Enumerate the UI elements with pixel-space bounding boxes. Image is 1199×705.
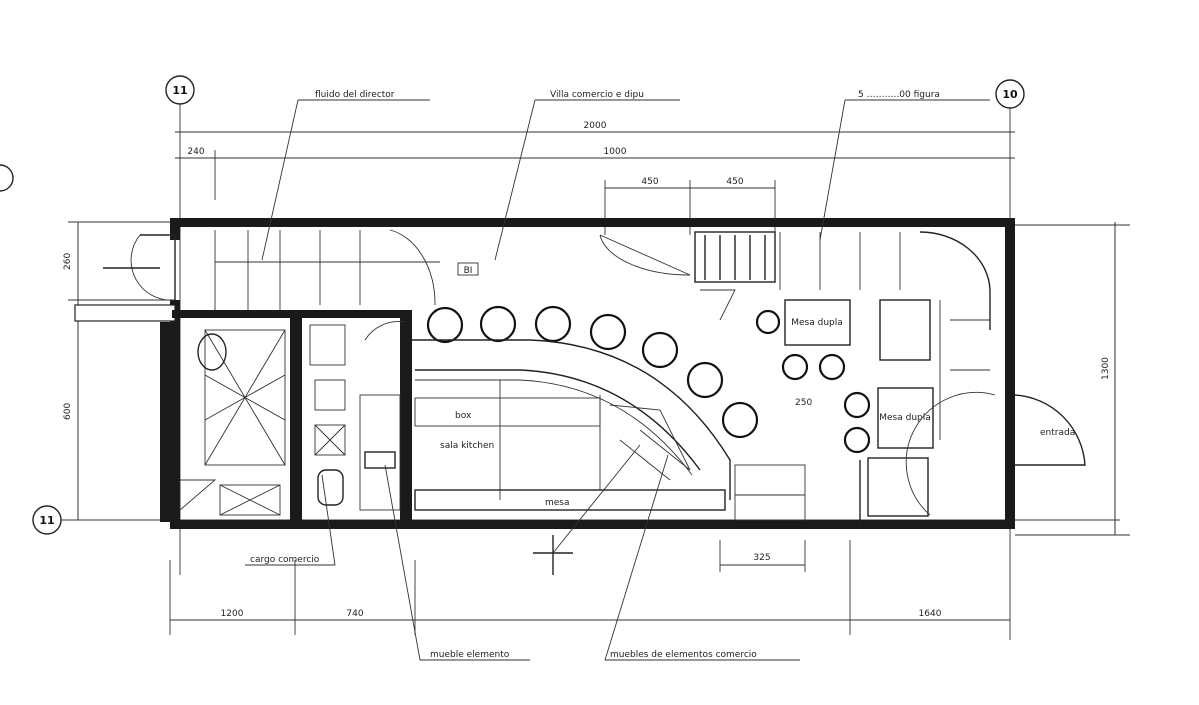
dimension-lines-sides: 260 600 1300 bbox=[63, 221, 1130, 536]
counter-label-2: mesa bbox=[545, 498, 570, 508]
stool-1 bbox=[426, 306, 464, 344]
service-area bbox=[179, 321, 406, 516]
door-right-label: entrada bbox=[1040, 428, 1075, 438]
dim-window-left: 450 bbox=[641, 177, 658, 187]
dimension-lines-top: 2000 240 1000 450 450 bbox=[175, 121, 1015, 235]
table-top bbox=[784, 299, 851, 346]
callout-top-right: 5 ………..00 figura bbox=[858, 90, 940, 100]
grid-marker-left-top-partial bbox=[0, 164, 14, 192]
bar-stools bbox=[426, 305, 781, 439]
axis-cross bbox=[533, 444, 641, 575]
kitchen-area bbox=[599, 231, 991, 330]
small-code: 250 bbox=[795, 398, 812, 408]
dining-tables: Mesa dupla Mesa dupla 250 bbox=[781, 299, 990, 517]
callout-bottom-right: muebles de elementos comercio bbox=[610, 650, 757, 660]
dim-bottom-left: 1200 bbox=[221, 609, 244, 619]
dim-right: 1300 bbox=[1101, 357, 1111, 380]
bar-area-label: BI bbox=[457, 262, 479, 276]
dim-bottom-right: 1640 bbox=[919, 609, 942, 619]
callout-bottom-left: cargo comercio bbox=[250, 555, 320, 565]
dim-bottom-small: 325 bbox=[753, 553, 770, 563]
callout-bottom-mid: mueble elemento bbox=[430, 650, 510, 660]
table-bottom-label: Mesa dupla bbox=[879, 413, 931, 423]
dim-window-right: 450 bbox=[726, 177, 743, 187]
stool-8 bbox=[755, 309, 781, 335]
dim-second-row-right: 1000 bbox=[604, 147, 627, 157]
bar-area-label-text: BI bbox=[464, 266, 473, 276]
upper-glazing bbox=[214, 229, 440, 310]
stool-7 bbox=[721, 401, 759, 439]
callouts-top: fluido del director Villa comercio e dip… bbox=[261, 90, 990, 261]
dim-bottom-mid: 740 bbox=[346, 609, 363, 619]
lower-partition bbox=[734, 460, 861, 525]
table-bottom bbox=[877, 387, 934, 449]
callouts-bottom: cargo comercio mueble elemento muebles d… bbox=[245, 454, 800, 661]
stool-5 bbox=[641, 331, 679, 369]
entrance-door-left bbox=[103, 234, 176, 301]
entrance-door-right: entrada bbox=[905, 391, 1086, 516]
dim-overall-top: 2000 bbox=[584, 121, 607, 131]
counter-label-1: sala kitchen bbox=[440, 441, 494, 451]
grid-marker-top-left-label: 11 bbox=[172, 84, 187, 97]
stool-3 bbox=[534, 305, 572, 343]
grid-marker-left-bottom-label: 11 bbox=[39, 514, 54, 527]
stool-4 bbox=[589, 313, 627, 351]
counter-label-3: box bbox=[455, 411, 472, 421]
stool-6 bbox=[686, 361, 724, 399]
callout-top-left: fluido del director bbox=[315, 90, 395, 100]
outer-walls bbox=[74, 218, 1015, 529]
callout-top-mid: Villa comercio e dipu bbox=[550, 90, 644, 100]
bar-counter: sala kitchen mesa box bbox=[410, 339, 731, 511]
dimension-lines-bottom: 1200 740 1640 325 bbox=[169, 540, 1010, 635]
dim-left-top: 260 bbox=[63, 253, 73, 270]
dim-left-mid: 600 bbox=[63, 403, 73, 420]
grid-marker-top-right-label: 10 bbox=[1002, 88, 1018, 101]
stool-2 bbox=[479, 305, 517, 343]
table-top-label: Mesa dupla bbox=[791, 318, 843, 328]
dim-second-row: 240 bbox=[187, 147, 204, 157]
